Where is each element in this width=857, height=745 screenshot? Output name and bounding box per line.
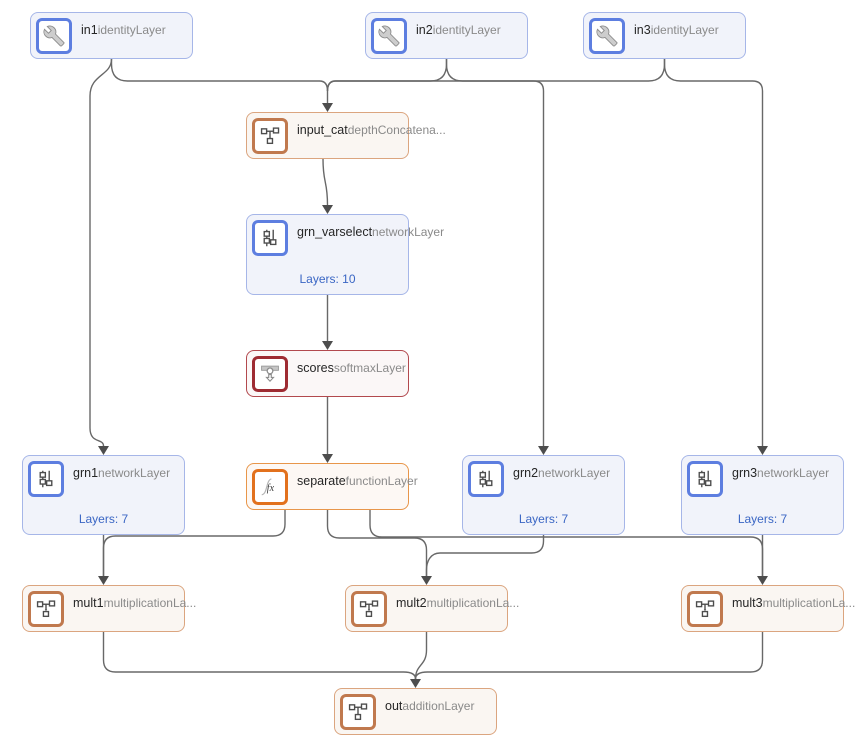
arrowhead — [322, 341, 333, 350]
layer-node-mult1[interactable]: mult1multiplicationLa... — [22, 585, 196, 632]
layers-count-label: Layers: 7 — [78, 512, 129, 526]
layer-node-grn2[interactable]: grn2networkLayer Layers: 7 — [462, 455, 625, 535]
network-icon — [468, 461, 504, 497]
node-title: in1 — [81, 23, 98, 37]
node-title: in3 — [634, 23, 651, 37]
node-type: additionLayer — [402, 699, 475, 713]
layer-node-grn_varselect[interactable]: grn_varselectnetworkLayer Layers: 10 — [246, 214, 444, 295]
node-title: mult2 — [396, 596, 427, 610]
layer-node-scores[interactable]: scoressoftmaxLayer — [246, 350, 409, 397]
layer-node-out[interactable]: outadditionLayer — [334, 688, 497, 735]
node-type: networkLayer — [757, 466, 830, 480]
node-type: identityLayer — [97, 23, 166, 37]
layers-count-label: Layers: 7 — [518, 512, 569, 526]
node-title: separate — [297, 474, 346, 488]
node-type: networkLayer — [98, 466, 171, 480]
arrowhead — [757, 576, 768, 585]
arrowhead — [98, 446, 109, 455]
arrowhead — [322, 454, 333, 463]
edge-in2-input_cat — [326, 59, 448, 92]
node-title: input_cat — [297, 123, 348, 137]
arrowhead — [757, 446, 768, 455]
layer-node-grn1[interactable]: grn1networkLayer Layers: 7 — [22, 455, 185, 535]
node-title: scores — [297, 361, 334, 375]
node-type: multiplicationLa... — [103, 596, 197, 610]
node-type: identityLayer — [432, 23, 501, 37]
node-title: mult3 — [732, 596, 763, 610]
arrowhead — [421, 576, 432, 585]
wrench-icon — [589, 18, 625, 54]
add-icon — [340, 694, 376, 730]
function-icon: fx — [252, 469, 288, 505]
layer-node-input_cat[interactable]: input_catdepthConcatena... — [246, 112, 446, 159]
layers-count-label: Layers: 7 — [737, 512, 788, 526]
node-title: mult1 — [73, 596, 104, 610]
node-title: grn1 — [73, 466, 99, 480]
node-type: networkLayer — [538, 466, 611, 480]
node-type: functionLayer — [345, 474, 418, 488]
node-title: grn2 — [513, 466, 539, 480]
concat-icon — [252, 118, 288, 154]
edge-in3-input_cat — [326, 59, 666, 92]
layer-node-in2[interactable]: in2identityLayer — [365, 12, 528, 59]
network-icon — [28, 461, 64, 497]
layer-node-in3[interactable]: in3identityLayer — [583, 12, 746, 59]
wrench-icon — [36, 18, 72, 54]
edge-input_cat-grn_varselect — [322, 158, 329, 206]
node-type: multiplicationLa... — [762, 596, 856, 610]
network-icon — [687, 461, 723, 497]
node-title: grn3 — [732, 466, 758, 480]
edge-mult2-out — [414, 632, 428, 680]
multiply-icon — [687, 591, 723, 627]
node-type: softmaxLayer — [333, 361, 406, 375]
node-title: in2 — [416, 23, 433, 37]
edge-in1-input_cat — [110, 59, 329, 103]
multiply-icon — [351, 591, 387, 627]
node-type: networkLayer — [372, 225, 445, 239]
arrowhead — [538, 446, 549, 455]
arrowhead — [322, 103, 333, 112]
node-type: depthConcatena... — [347, 123, 446, 137]
svg-text:fx: fx — [267, 483, 275, 494]
arrowhead — [410, 679, 421, 688]
arrowhead — [322, 205, 333, 214]
edge-mult1-out — [102, 632, 417, 680]
layer-node-in1[interactable]: in1identityLayer — [30, 12, 193, 59]
node-type: identityLayer — [650, 23, 719, 37]
layers-count-label: Layers: 10 — [299, 272, 356, 286]
edge-mult3-out — [414, 632, 764, 680]
edge-in3-grn3 — [663, 59, 764, 446]
layer-node-mult2[interactable]: mult2multiplicationLa... — [345, 585, 519, 632]
layer-node-mult3[interactable]: mult3multiplicationLa... — [681, 585, 855, 632]
edge-in2-grn2 — [445, 59, 545, 446]
edge-in1-grn1 — [89, 58, 113, 447]
network-icon — [252, 220, 288, 256]
node-type: multiplicationLa... — [426, 596, 520, 610]
multiply-icon — [28, 591, 64, 627]
layer-node-grn3[interactable]: grn3networkLayer Layers: 7 — [681, 455, 844, 535]
edge-grn2-mult2 — [425, 535, 545, 576]
node-title: grn_varselect — [297, 225, 373, 239]
softmax-icon — [252, 356, 288, 392]
layer-node-separate[interactable]: fx separatefunctionLayer — [246, 463, 418, 510]
arrowhead — [98, 576, 109, 585]
wrench-icon — [371, 18, 407, 54]
edge-separate-mult2 — [326, 510, 428, 576]
node-title: out — [385, 699, 403, 713]
